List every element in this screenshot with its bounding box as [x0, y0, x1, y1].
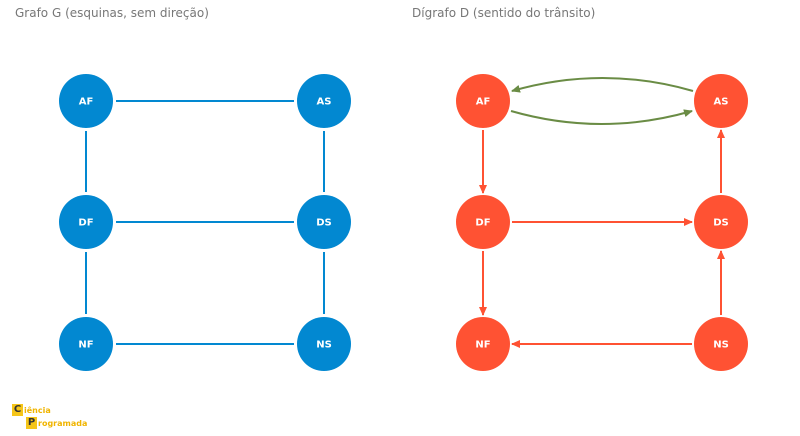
logo-box-p: P	[26, 417, 37, 429]
graph-g-node-ns: NS	[297, 317, 351, 371]
digraph-d-node-nf: NF	[456, 317, 510, 371]
node-label: DF	[78, 218, 93, 229]
graph-g-title: Grafo G (esquinas, sem direção)	[15, 6, 209, 20]
node-label: NS	[713, 340, 729, 351]
node-label: AS	[317, 97, 332, 108]
logo-word-ciencia: iência	[24, 406, 51, 415]
graph-g-node-nf: NF	[59, 317, 113, 371]
node-label: AS	[714, 97, 729, 108]
logo-box-c: C	[12, 404, 23, 416]
logo-word-programada: rogramada	[38, 419, 88, 428]
graph-g-nodes: AF AS DF DS NF NS	[59, 74, 351, 371]
graph-g-edges	[85, 100, 325, 345]
digraph-d-node-af: AF	[456, 74, 510, 128]
node-label: DS	[316, 218, 332, 229]
graph-g-node-af: AF	[59, 74, 113, 128]
node-label: NF	[475, 340, 490, 351]
graph-g-node-ds: DS	[297, 195, 351, 249]
digraph-d-nodes: AF AS DF DS NF NS	[456, 74, 748, 371]
node-label: DS	[713, 218, 729, 229]
graph-g-node-as: AS	[297, 74, 351, 128]
arc-af-to-as	[510, 109, 693, 125]
digraph-d-node-df: DF	[456, 195, 510, 249]
digraph-d-title: Dígrafo D (sentido do trânsito)	[412, 6, 596, 20]
node-label: NS	[316, 340, 332, 351]
ciencia-programada-logo: C iência P rogramada	[12, 404, 102, 432]
node-label: AF	[79, 97, 94, 108]
node-label: DF	[475, 218, 490, 229]
node-label: NF	[78, 340, 93, 351]
graph-g-node-df: DF	[59, 195, 113, 249]
digraph-d-node-ds: DS	[694, 195, 748, 249]
digraph-d-node-as: AS	[694, 74, 748, 128]
arc-as-to-af	[511, 77, 694, 93]
digraph-d-arcs	[479, 77, 725, 348]
digraph-d-node-ns: NS	[694, 317, 748, 371]
node-label: AF	[476, 97, 491, 108]
